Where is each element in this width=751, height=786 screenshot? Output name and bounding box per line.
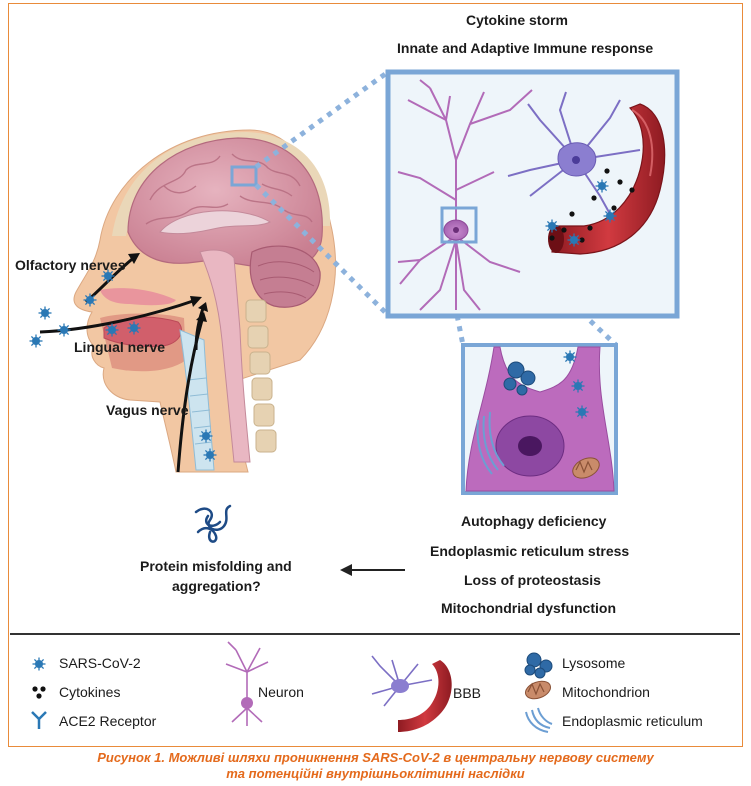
spine xyxy=(245,299,277,453)
corpus-callosum xyxy=(159,210,272,235)
legend-er-label: Endoplasmic reticulum xyxy=(562,713,703,729)
mechanism-er-stress: Endoplasmic reticulum stress xyxy=(430,543,630,559)
cytokine-storm-label: Cytokine storm xyxy=(466,12,568,28)
cytokines-panel xyxy=(549,168,635,243)
legend-er-icon xyxy=(525,707,553,733)
caption-line-2: та потенційні внутрішньоклітинні наслідк… xyxy=(226,766,525,781)
neuron-dendrites xyxy=(397,79,533,311)
vagus-nerve-label: Vagus nerve xyxy=(106,402,189,418)
legend-sars-icon xyxy=(31,656,47,672)
soma-detail-panel xyxy=(461,343,618,495)
cerebellum-folia xyxy=(257,261,315,299)
mechanism-mitochondrial: Mitochondrial dysfunction xyxy=(441,600,616,616)
protein-aggregate-icon xyxy=(194,504,232,543)
legend-cytokines-icon xyxy=(32,686,46,699)
soma-zoom-box xyxy=(440,206,478,244)
lingual-nerve-label: Lingual nerve xyxy=(74,339,166,355)
legend-neuron-label: Neuron xyxy=(258,684,304,700)
mitochondrion-cell xyxy=(572,457,600,479)
protein-misfolding-line1: Protein misfolding and xyxy=(140,558,292,574)
protein-misfolding-line2: aggregation? xyxy=(172,578,261,594)
lingual-arrow-upper xyxy=(39,298,197,334)
caption-line-1: Рисунок 1. Можливі шляхи проникнення SAR… xyxy=(97,750,654,765)
legend-ace2-icon xyxy=(31,711,47,729)
legend-cytokines-label: Cytokines xyxy=(59,684,121,700)
mechanism-proteostasis: Loss of proteostasis xyxy=(464,572,601,588)
lysosome-cell xyxy=(503,361,536,396)
blood-vessel xyxy=(551,103,666,255)
er-membranes xyxy=(476,411,505,475)
trachea-rings xyxy=(187,377,213,445)
brainstem xyxy=(199,249,251,463)
legend-bbb-label: BBB xyxy=(453,685,482,701)
legend-icons xyxy=(31,641,553,733)
legend-mitochondrion-label: Mitochondrion xyxy=(562,684,650,700)
immune-response-label: Innate and Adaptive Immune response xyxy=(397,40,654,56)
nasal-cavity xyxy=(100,288,176,306)
olfactory-nerves-label: Olfactory nerves xyxy=(15,257,126,273)
arrow-heads xyxy=(128,253,208,322)
oral-cavity xyxy=(100,313,186,372)
skull xyxy=(112,132,331,236)
mechanism-autophagy: Autophagy deficiency xyxy=(461,513,607,529)
legend-sars-label: SARS-CoV-2 xyxy=(59,655,141,671)
legend-mitochondrion-icon xyxy=(524,680,552,700)
head-illustration xyxy=(28,129,336,473)
cerebellum xyxy=(249,245,321,308)
legend-ace2-label: ACE2 Receptor xyxy=(59,713,157,729)
figure-caption: Рисунок 1. Можливі шляхи проникнення SAR… xyxy=(0,750,751,782)
legend-lysosome-label: Lysosome xyxy=(562,655,626,671)
neuron-bbb-panel xyxy=(385,69,680,319)
legend-neuron-icon xyxy=(225,641,269,726)
legend-bbb-icon xyxy=(371,655,452,732)
legend-lysosome-icon xyxy=(524,652,553,679)
figure-frame xyxy=(8,3,743,747)
brain-zoom-box xyxy=(230,165,258,187)
vagus-arrow xyxy=(176,319,204,473)
